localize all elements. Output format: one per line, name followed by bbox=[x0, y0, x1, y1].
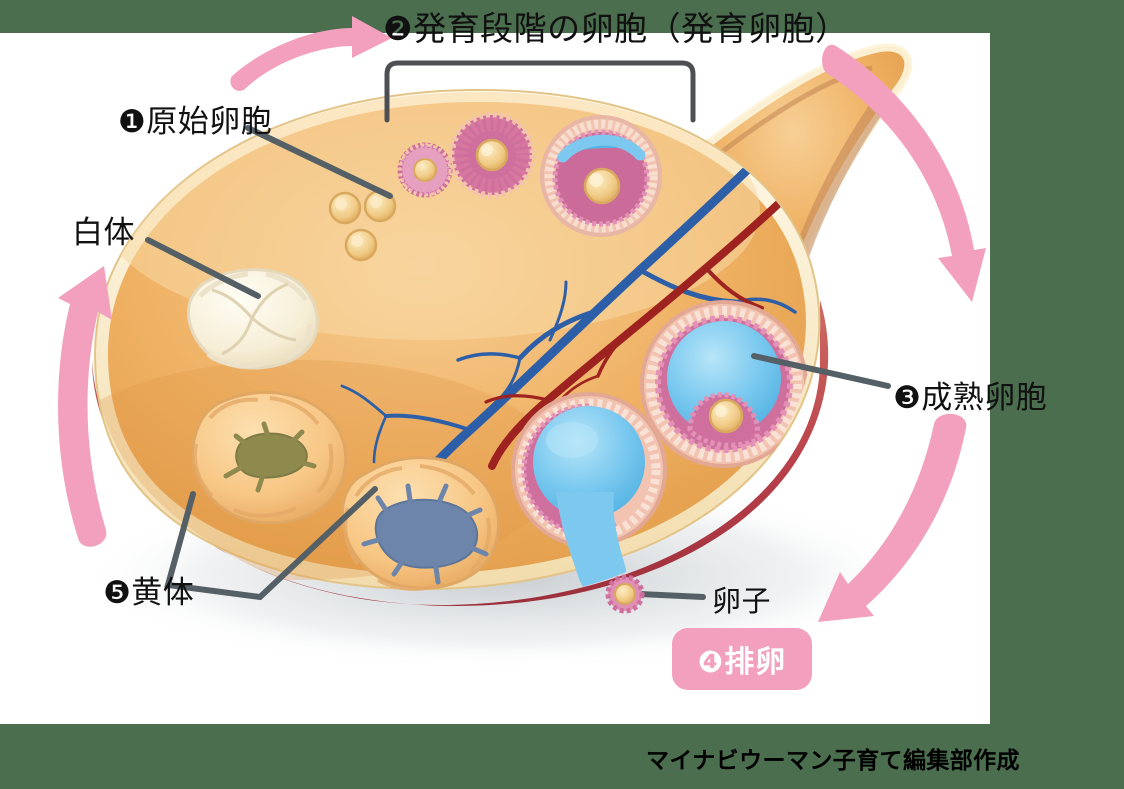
ruptured-follicle bbox=[511, 392, 667, 601]
page-title: ❷発育段階の卵胞（発育卵胞） bbox=[383, 10, 849, 47]
leader-albicans bbox=[145, 237, 261, 299]
corpus-albicans bbox=[186, 268, 319, 370]
developing-follicle-early bbox=[397, 142, 453, 198]
leader-ovum bbox=[637, 591, 706, 600]
cycle-arrows bbox=[58, 16, 986, 622]
leader-primordial bbox=[245, 125, 393, 199]
mature-follicle bbox=[640, 300, 808, 468]
label-primordial-follicle: ❶原始卵胞 bbox=[118, 104, 273, 139]
arrow-to-developing bbox=[230, 16, 392, 91]
ovulation-badge: ❹排卵 bbox=[672, 628, 812, 690]
leader-lines bbox=[145, 125, 891, 601]
released-ovum bbox=[605, 574, 645, 614]
developing-follicle-late bbox=[540, 115, 662, 237]
leader-luteum bbox=[164, 486, 378, 601]
arrow-to-mature bbox=[822, 44, 986, 302]
label-corpus-albicans: 白体 bbox=[72, 215, 135, 250]
label-ovum: 卵子 bbox=[712, 586, 772, 618]
corpus-luteum-olive bbox=[191, 391, 348, 525]
arrow-to-albicans bbox=[58, 266, 112, 547]
developing-follicle-mid bbox=[449, 112, 535, 198]
arrow-to-ovulation bbox=[818, 413, 967, 622]
label-mature-follicle: ❸成熟卵胞 bbox=[893, 380, 1048, 415]
credit-text: マイナビウーマン子育て編集部作成 bbox=[646, 747, 1020, 773]
developing-follicle-bracket bbox=[384, 60, 696, 123]
leader-mature bbox=[751, 353, 891, 389]
label-corpus-luteum: ❺黄体 bbox=[103, 575, 195, 610]
primordial-follicles bbox=[328, 189, 397, 262]
corpus-luteum-blue bbox=[341, 456, 500, 591]
